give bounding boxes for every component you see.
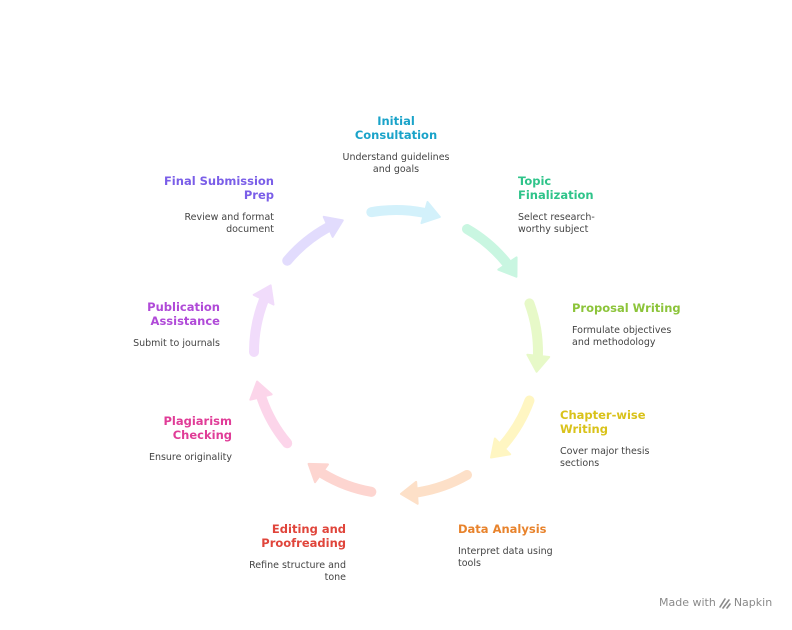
step-title: Editing and Proofreading xyxy=(261,522,346,550)
step-title: Proposal Writing xyxy=(572,301,681,315)
step-description: Understand guidelines and goals xyxy=(342,152,450,175)
step-description: Review and format document xyxy=(184,212,274,235)
step-title: Topic Finalization xyxy=(518,174,594,202)
arrow-head xyxy=(399,480,419,505)
napkin-watermark: Made with Napkin xyxy=(659,596,772,609)
cycle-arrows xyxy=(249,200,551,505)
arrow-proposal-writing xyxy=(524,298,551,373)
step-final-submission-prep: Final Submission Prep Review and format … xyxy=(160,174,274,236)
arrow-shaft xyxy=(249,295,269,357)
arrow-head xyxy=(249,380,273,401)
step-editing-and-proofreading: Editing and Proofreading Refine structur… xyxy=(226,522,346,584)
step-data-analysis: Data Analysis Interpret data using tools xyxy=(458,522,568,570)
arrow-shaft xyxy=(462,224,512,268)
step-proposal-writing: Proposal Writing Formulate objectives an… xyxy=(572,301,692,349)
arrow-shaft xyxy=(524,298,543,360)
step-plagiarism-checking: Plagiarism Checking Ensure originality xyxy=(132,414,232,464)
arrow-topic-finalization xyxy=(462,224,518,278)
step-description: Interpret data using tools xyxy=(458,546,553,569)
step-description: Formulate objectives and methodology xyxy=(572,325,672,348)
arrow-shaft xyxy=(413,469,472,498)
arrow-head xyxy=(526,353,551,373)
arrow-head xyxy=(420,200,441,225)
arrow-final-submission-prep xyxy=(282,215,344,266)
step-title: Chapter-wise Writing xyxy=(560,408,646,436)
step-title: Publication Assistance xyxy=(147,300,220,328)
arrow-initial-consultation xyxy=(366,200,441,225)
step-title: Final Submission Prep xyxy=(163,174,274,202)
made-with-label: Made with xyxy=(659,596,716,609)
step-title: Plagiarism Checking xyxy=(163,414,232,442)
arrow-shaft xyxy=(366,205,429,218)
step-description: Submit to journals xyxy=(133,338,220,349)
arrow-head xyxy=(497,256,518,278)
arrow-shaft xyxy=(498,395,535,451)
step-description: Select research-worthy subject xyxy=(518,212,595,235)
napkin-logo-icon xyxy=(719,597,731,609)
step-initial-consultation: Initial Consultation Understand guidelin… xyxy=(336,114,456,176)
step-description: Refine structure and tone xyxy=(249,560,346,583)
step-publication-assistance: Publication Assistance Submit to journal… xyxy=(110,300,220,350)
arrow-head xyxy=(490,437,512,459)
napkin-brand-label: Napkin xyxy=(733,596,773,609)
arrow-shaft xyxy=(282,222,333,266)
arrow-shaft xyxy=(317,468,377,497)
arrow-head xyxy=(307,462,329,484)
arrow-head xyxy=(322,215,344,238)
step-title: Initial Consultation xyxy=(354,114,438,142)
arrow-data-analysis xyxy=(399,469,472,505)
arrow-publication-assistance xyxy=(249,284,275,357)
step-chapter-wise-writing: Chapter-wise Writing Cover major thesis … xyxy=(560,408,660,470)
arrow-plagiarism-checking xyxy=(249,380,293,449)
step-description: Ensure originality xyxy=(148,452,232,463)
arrow-shaft xyxy=(256,393,293,449)
arrow-chapter-wise-writing xyxy=(490,395,535,459)
arrow-head xyxy=(252,284,275,306)
arrow-editing-and-proofreading xyxy=(307,462,377,497)
step-description: Cover major thesis sections xyxy=(560,446,650,469)
step-title: Data Analysis xyxy=(458,522,547,536)
step-topic-finalization: Topic Finalization Select research-worth… xyxy=(518,174,608,236)
